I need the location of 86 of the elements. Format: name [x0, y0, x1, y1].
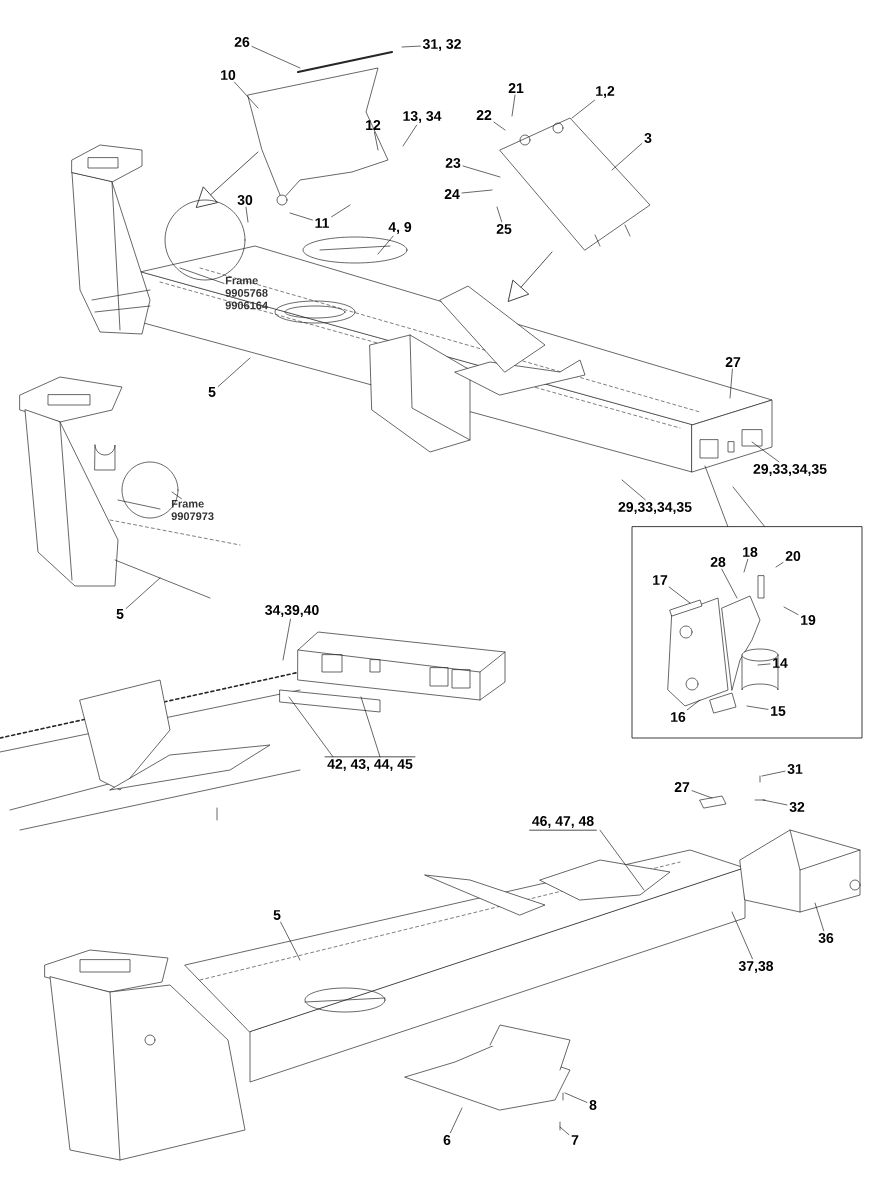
leader-line — [374, 131, 379, 151]
callout-number: 19 — [801, 615, 816, 625]
callout-number: 29,33,34,35 — [618, 502, 692, 514]
leader-line — [691, 790, 713, 799]
callout-number: 3 — [644, 133, 652, 143]
leader-line — [571, 99, 595, 119]
callout-number: 16 — [671, 712, 686, 722]
leader-line — [559, 1126, 570, 1136]
callout-number: 32 — [789, 802, 805, 812]
leader-line — [234, 81, 259, 109]
callout-number: 31, 32 — [422, 39, 461, 51]
callout-number: 24 — [444, 189, 460, 199]
leader-line — [762, 799, 788, 806]
leader-line — [282, 618, 291, 661]
leader-line — [245, 206, 249, 223]
leader-line — [621, 479, 646, 501]
leader-line — [360, 696, 381, 758]
callout-number: 6 — [443, 1135, 451, 1145]
leader-line — [125, 577, 161, 609]
leader-line — [757, 663, 771, 666]
callout-number: 36 — [818, 933, 834, 943]
leader-line — [751, 441, 780, 463]
leader-line — [775, 562, 784, 568]
callout-label: Frame 9905768 9906164 — [225, 276, 268, 310]
callout-number: 27 — [725, 357, 741, 367]
leader-line — [729, 368, 733, 399]
leader-line — [493, 121, 506, 131]
callout-number: 4, 9 — [388, 222, 412, 234]
callout-number: 10 — [221, 70, 236, 80]
leader-line — [461, 189, 493, 194]
leader-line — [179, 267, 225, 284]
leader-line — [331, 204, 351, 218]
callout-number: 18 — [743, 547, 758, 557]
leader-line — [564, 1092, 588, 1103]
callout-number: 25 — [496, 224, 512, 234]
callout-label: Frame 9907973 — [171, 499, 214, 521]
callout-number: 26 — [234, 37, 250, 47]
callout-number: 1,2 — [596, 86, 615, 98]
leader-line — [402, 124, 417, 147]
leader-line — [746, 705, 769, 710]
callout-number: 7 — [571, 1135, 579, 1145]
leader-line — [377, 235, 394, 255]
callout-number: 21 — [508, 83, 524, 93]
leader-line — [280, 921, 301, 961]
leader-line — [686, 699, 701, 711]
callout-number: 5 — [273, 910, 281, 920]
leader-line — [743, 558, 749, 573]
callout-number: 13, 34 — [403, 111, 442, 123]
callout-number: 34,39,40 — [265, 605, 319, 617]
callout-number: 31 — [787, 764, 803, 774]
callout-number: 30 — [237, 195, 253, 205]
callout-number: 5 — [116, 609, 124, 619]
leader-line — [217, 357, 251, 387]
callout-number: 42, 43, 44, 45 — [324, 756, 416, 771]
callout-number: 20 — [785, 551, 801, 561]
callout-number: 12 — [366, 120, 381, 130]
leader-line — [721, 568, 738, 599]
leader-line — [761, 770, 786, 777]
leader-line — [251, 46, 301, 69]
leader-line — [599, 829, 645, 891]
callout-number: 8 — [589, 1100, 597, 1110]
leader-line — [450, 1107, 463, 1134]
leader-line — [814, 902, 825, 932]
leader-line — [783, 606, 799, 615]
callout-number: 11 — [315, 218, 329, 228]
leader-line — [731, 911, 753, 960]
callout-number: 14 — [773, 658, 788, 668]
leader-line — [511, 94, 516, 117]
callout-number: 22 — [476, 110, 492, 120]
leader-line — [462, 165, 501, 178]
callout-number: 46, 47, 48 — [529, 816, 597, 831]
leader-line — [496, 206, 503, 223]
leader-line — [668, 586, 691, 604]
leader-line — [289, 212, 313, 221]
callout-number: 15 — [771, 706, 786, 716]
leader-line — [611, 143, 643, 171]
callout-number: 17 — [653, 575, 668, 585]
callout-number: 5 — [208, 387, 216, 397]
callout-number: 29,33,34,35 — [753, 464, 827, 476]
callout-number: 27 — [674, 782, 690, 792]
callout-number: 23 — [445, 158, 461, 168]
leader-line — [171, 491, 182, 499]
callout-number: 28 — [710, 557, 726, 567]
leader-line — [401, 45, 421, 48]
leader-line — [288, 696, 334, 758]
callout-number: 37,38 — [738, 961, 774, 973]
